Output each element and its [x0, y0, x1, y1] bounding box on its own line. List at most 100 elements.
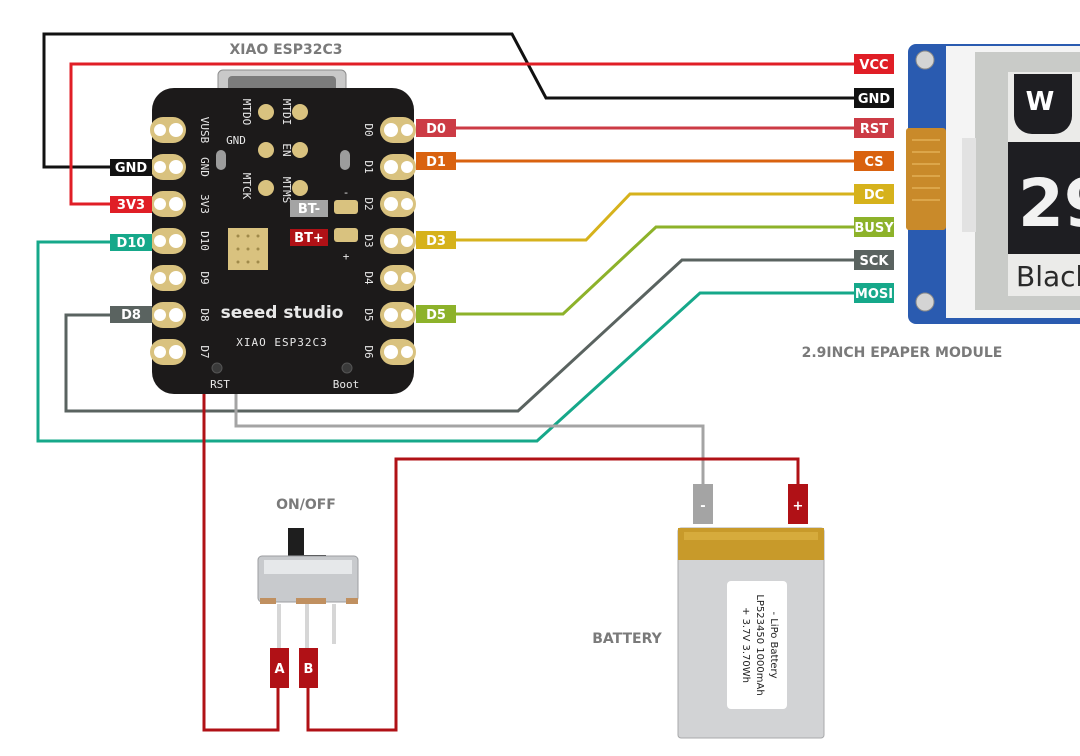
epaper-edge-strip — [962, 138, 976, 232]
test-pad — [258, 142, 274, 158]
right-pad-hole — [384, 308, 398, 322]
epaper-screen-number: 29 — [1018, 165, 1080, 242]
bt-minus-tag — [290, 200, 328, 217]
silk-center-mtms: MTMS — [280, 177, 293, 204]
switch-caption: ON/OFF — [276, 497, 336, 513]
right-pad-edge — [401, 124, 413, 136]
label-d1-tag — [416, 152, 456, 170]
switch-pin-c — [332, 604, 336, 644]
epaper-pin-tag-rst — [854, 118, 894, 138]
left-pin-pads — [150, 117, 186, 365]
epaper-pin-tag-gnd — [854, 88, 894, 108]
battery-caption: BATTERY — [592, 631, 662, 647]
waveshare-logo-glyph: W — [1026, 87, 1055, 117]
silk-center-gnd: GND — [226, 134, 246, 147]
boot-button — [341, 362, 353, 374]
battery-label-line-1: - LiPo Battery — [768, 611, 779, 678]
label-d5: D5 — [426, 308, 446, 323]
wire-switch-b-to-battery — [306, 457, 800, 732]
left-pad-hole — [169, 271, 183, 285]
silk-boot: Boot — [333, 378, 360, 391]
bt-plus-label: BT+ — [294, 231, 324, 246]
left-pad-hole — [169, 197, 183, 211]
test-pad — [258, 180, 274, 196]
battery-label-line-3: + 3.7V 3.70Wh — [740, 607, 751, 683]
right-pad-edge — [401, 235, 413, 247]
xiao-caption: XIAO ESP32C3 — [229, 42, 342, 58]
right-pin-pads — [380, 117, 416, 365]
slide-switch: ON/OFF A B — [257, 497, 359, 688]
epaper-pin-label-gnd: GND — [858, 92, 891, 107]
silk-left-pin-d8: D8 — [198, 308, 211, 321]
left-pad-hole — [169, 308, 183, 322]
battery-label — [727, 581, 787, 709]
silk-plus: + — [343, 250, 350, 263]
epaper-pin-label-vcc: VCC — [859, 58, 888, 73]
switch-label-b: B — [304, 662, 314, 677]
label-3v3: 3V3 — [117, 198, 145, 213]
silk-left-pin-vusb: VUSB — [198, 117, 211, 144]
battery-minus-label: - — [700, 499, 705, 514]
silk-center-en: EN — [280, 143, 293, 156]
fpc-ribbon — [906, 128, 946, 230]
led-left — [216, 150, 226, 170]
epaper-pin-tag-dc — [854, 184, 894, 204]
left-pad-edge — [154, 124, 166, 136]
left-pad-hole — [169, 345, 183, 359]
left-pad-edge — [154, 161, 166, 173]
right-pad-hole — [384, 345, 398, 359]
right-pad-hole — [384, 234, 398, 248]
antenna-pad-dots — [236, 234, 260, 264]
battery-plus-tag — [788, 484, 808, 524]
silk-right-pin-d1: D1 — [362, 160, 375, 173]
wires — [36, 32, 856, 732]
epaper-caption: 2.9INCH EPAPER MODULE — [802, 345, 1003, 361]
silk-right-pin-d0: D0 — [362, 123, 375, 136]
mount-hole-bottom — [915, 292, 935, 312]
switch-label-a: A — [274, 662, 284, 677]
epaper-pin-tag-busy — [854, 217, 894, 237]
silk-model: XIAO ESP32C3 — [236, 336, 327, 349]
label-d10-tag — [110, 234, 152, 251]
switch-tag-b — [299, 648, 318, 688]
mount-hole-top — [915, 50, 935, 70]
switch-tag-a — [270, 648, 289, 688]
epaper-screen-text: Black — [1016, 260, 1080, 293]
battery-minus-tag — [693, 484, 713, 524]
wire-vcc — [69, 62, 856, 206]
left-pad-edge — [154, 198, 166, 210]
right-pad-hole — [384, 160, 398, 174]
epaper-pin-tag-sck — [854, 250, 894, 270]
right-pad-edge — [401, 198, 413, 210]
bt-minus-pad — [334, 200, 358, 214]
xiao-pin-labels: GND 3V3 D10 D8 D0 D1 D3 D5 — [110, 119, 456, 323]
switch-body-highlight — [264, 560, 352, 574]
battery-label-text: - LiPo Battery LP523450 1000mAh + 3.7V 3… — [740, 594, 779, 695]
switch-tab-center — [296, 598, 326, 604]
silk-left-pin-3v3: 3V3 — [198, 194, 211, 214]
epaper-pin-tag-mosi — [854, 283, 894, 303]
left-pad-edge — [154, 272, 166, 284]
silk-right-pin-d5: D5 — [362, 308, 375, 321]
center-test-pads — [258, 104, 308, 196]
label-gnd-tag — [110, 159, 152, 176]
label-d0: D0 — [426, 122, 446, 137]
epaper-pin-tag-vcc — [854, 54, 894, 74]
right-pad-edge — [401, 309, 413, 321]
label-d10: D10 — [117, 236, 146, 251]
right-pad-edge — [401, 272, 413, 284]
epaper-pin-label-sck: SCK — [860, 254, 890, 269]
silk-right-pin-d3: D3 — [362, 234, 375, 247]
wire-gnd — [42, 32, 856, 169]
switch-tab-right — [346, 598, 358, 604]
label-gnd: GND — [115, 161, 148, 176]
silk-right-pin-d2: D2 — [362, 197, 375, 210]
test-pad — [258, 104, 274, 120]
left-pad-edge — [154, 346, 166, 358]
epaper-pin-label-dc: DC — [864, 188, 884, 203]
wire-dc — [455, 192, 856, 242]
